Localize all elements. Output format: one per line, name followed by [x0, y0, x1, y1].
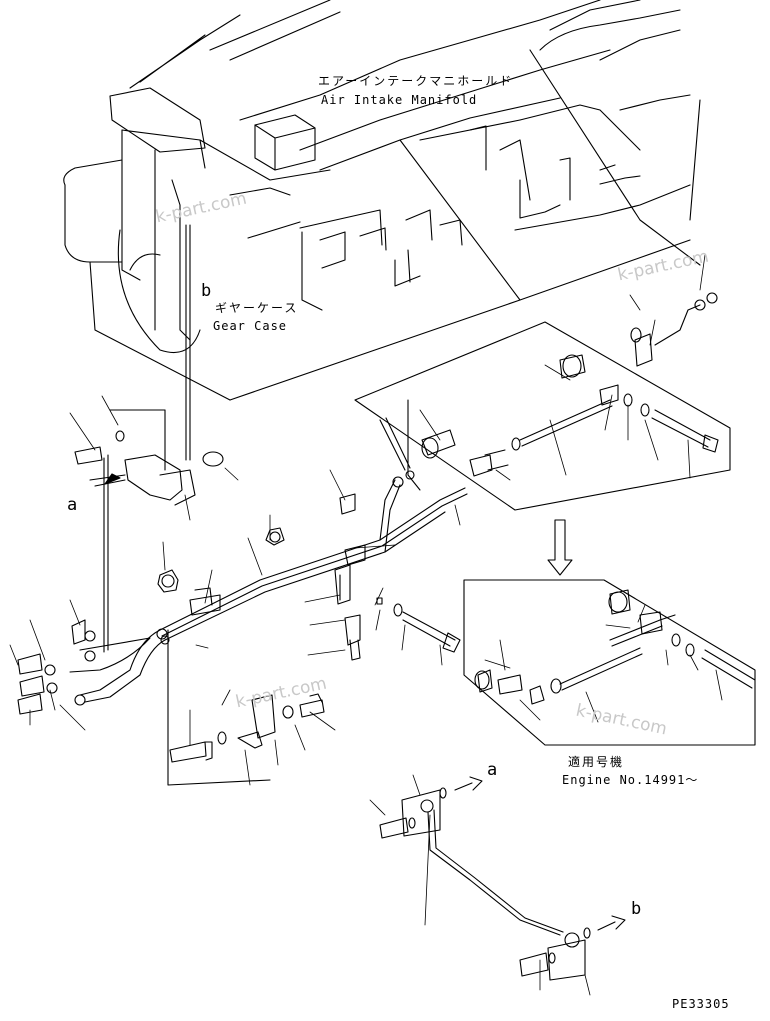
transition-arrow — [547, 519, 573, 576]
applicable-engine-label-en: Engine No.14991～ — [562, 773, 699, 787]
figure-code: PE33305 — [672, 997, 730, 1011]
air-intake-manifold-label-jp: エアーインテークマニホールド — [318, 74, 514, 88]
gear-case-label-en: Gear Case — [213, 319, 288, 333]
lower-pipe — [379, 776, 626, 981]
detail-box-lower — [463, 579, 756, 746]
detail-box-upper — [354, 292, 731, 511]
air-intake-manifold-label-en: Air Intake Manifold — [321, 93, 478, 107]
ref-a-right: a — [487, 760, 498, 780]
engine-block-outline — [63, 0, 701, 401]
ref-b-left: b — [201, 281, 212, 301]
ref-a-left: a — [67, 495, 78, 515]
leader-lines — [9, 254, 723, 996]
ref-b-right: b — [631, 899, 642, 919]
gear-case-label-jp: ギヤーケース — [215, 301, 299, 315]
applicable-engine-label-jp: 適用号機 — [568, 755, 625, 769]
